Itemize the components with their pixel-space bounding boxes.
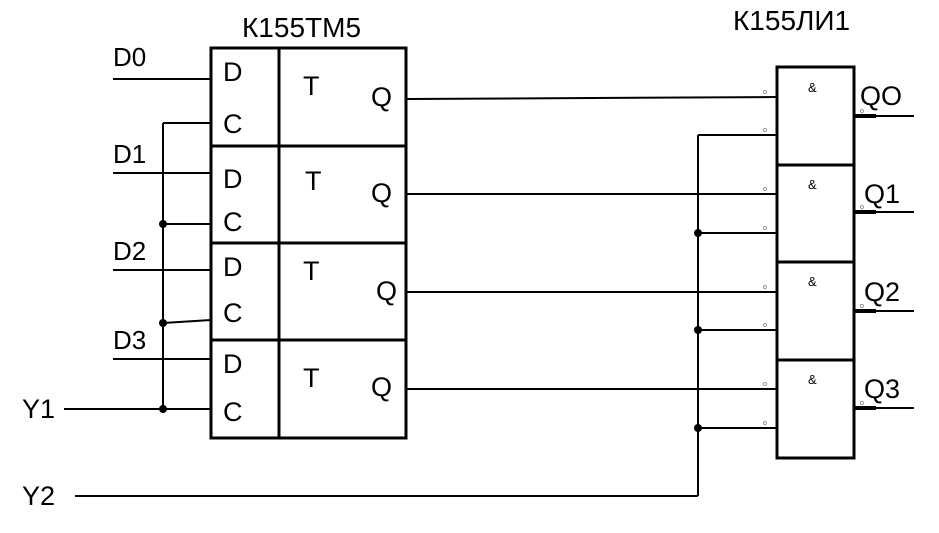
pin-mark: o [763,322,767,329]
pin-mark: o [860,108,864,115]
q-wires [405,96,778,390]
c-pin-label: C [223,207,243,237]
enable-junctions [694,229,702,432]
t-label: T [303,256,320,286]
trigger-chip-title: К155ТМ5 [242,12,361,43]
trigger-cell-1: D C T Q [223,164,392,237]
q-pin-label: Q [371,372,392,402]
junction-dot [159,220,167,228]
pin-mark: o [860,204,864,211]
output-label-q3: Q3 [864,374,900,404]
c-pin-label: C [223,397,243,427]
y2-wires [75,134,777,497]
pin-mark: o [763,420,767,427]
pin-mark: o [860,400,864,407]
input-label-d1: D1 [113,139,146,169]
input-label-d3: D3 [113,325,146,355]
junction-dot [694,424,702,432]
gate-output-wires [854,114,914,410]
and-symbol: & [808,274,817,289]
pin-mark: o [763,89,767,96]
junction-dot [159,319,167,327]
clock-junctions [159,220,167,413]
junction-dot [694,229,702,237]
junction-dot [159,405,167,413]
input-label-y2: Y2 [22,481,55,511]
d-pin-label: D [223,252,243,282]
input-label-y1: Y1 [22,394,55,424]
and-symbol: & [808,80,817,95]
output-label-qo: QO [860,81,902,111]
d-pin-label: D [223,164,243,194]
pin-marks: o o o o o o o o o o o o [763,89,864,427]
t-label: T [303,71,320,101]
pin-mark: o [860,303,864,310]
pin-mark: o [763,127,767,134]
and-symbol: & [808,177,817,192]
and-symbol: & [808,372,817,387]
d-pin-label: D [223,57,243,87]
wire-c2 [162,319,212,324]
pin-mark: o [763,284,767,291]
wire-q0 [405,96,778,100]
pin-mark: o [763,381,767,388]
trigger-cell-0: D C T Q [223,57,392,139]
output-label-q1: Q1 [864,179,900,209]
t-label: T [305,166,322,196]
gate-chip-title: К155ЛИ1 [733,5,850,36]
input-label-d2: D2 [113,236,146,266]
t-label: T [303,363,320,393]
q-pin-label: Q [376,276,397,306]
trigger-chip [209,46,408,440]
q-pin-label: Q [371,82,392,112]
pin-mark: o [763,186,767,193]
gate-chip [775,65,856,460]
trigger-cell-3: D C T Q [223,349,392,427]
c-pin-label: C [223,298,243,328]
junction-dot [694,326,702,334]
d-pin-label: D [223,349,243,379]
trigger-cell-2: D C T Q [223,252,397,328]
q-pin-label: Q [371,178,392,208]
output-label-q2: Q2 [864,277,900,307]
input-wires [64,78,212,410]
c-pin-label: C [223,109,243,139]
input-label-d0: D0 [113,42,146,72]
pin-mark: o [763,225,767,232]
